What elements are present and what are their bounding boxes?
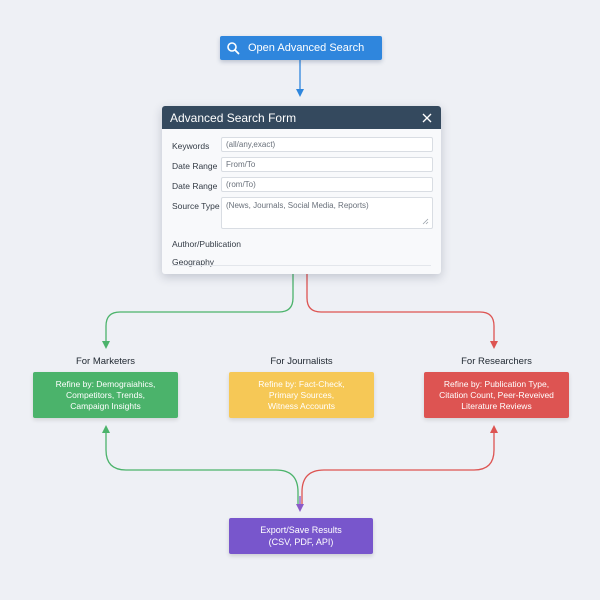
- source-type-textarea[interactable]: (News, Journals, Social Media, Reports): [221, 197, 433, 229]
- advanced-search-form: Advanced Search Form Keywords (all/any,e…: [162, 106, 441, 274]
- arrow-export-to-marketers: [102, 425, 299, 506]
- arrow-form-to-marketers: [102, 274, 294, 349]
- geography-label[interactable]: Geography: [172, 257, 215, 267]
- arrow-form-to-researchers: [306, 274, 498, 349]
- open-advanced-search-button[interactable]: Open Advanced Search: [220, 36, 382, 60]
- export-title: Export/Save Results: [260, 525, 342, 535]
- date-range-to-input[interactable]: (rom/To): [221, 177, 433, 192]
- source-type-placeholder: (News, Journals, Social Media, Reports): [226, 201, 369, 210]
- close-icon[interactable]: [421, 112, 433, 124]
- arrow-export-to-researchers: [301, 425, 498, 506]
- researchers-heading: For Researchers: [461, 356, 532, 367]
- keywords-label: Keywords: [172, 141, 210, 151]
- form-header: Advanced Search Form: [162, 106, 441, 129]
- marketers-heading: For Marketers: [75, 356, 136, 367]
- journalists-refine-box[interactable]: Refine by: Fact-Check, Primary Sources, …: [229, 372, 374, 418]
- source-type-label: Source Type: [172, 201, 220, 211]
- marketers-refine-box[interactable]: Refine by: Demograiahics, Competitors, T…: [33, 372, 178, 418]
- date-range-from-input[interactable]: From/To: [221, 157, 433, 172]
- author-publication-label[interactable]: Author/Publication: [172, 239, 241, 249]
- researchers-refine-box[interactable]: Refine by: Publication Type, Citation Co…: [424, 372, 569, 418]
- date-range-to-label: Date Range: [172, 181, 218, 191]
- search-icon: [226, 41, 240, 55]
- form-title: Advanced Search Form: [170, 110, 297, 125]
- resize-handle-icon[interactable]: [422, 218, 429, 225]
- date-range-from-label: Date Range: [172, 161, 218, 171]
- export-formats: (CSV, PDF, API): [268, 537, 334, 547]
- open-advanced-search-label: Open Advanced Search: [248, 42, 365, 54]
- export-save-results-button[interactable]: Export/Save Results (CSV, PDF, API): [229, 518, 373, 554]
- keywords-input[interactable]: (all/any,exact): [221, 137, 433, 152]
- form-divider: [172, 265, 431, 266]
- journalists-heading: For Journalists: [270, 356, 333, 367]
